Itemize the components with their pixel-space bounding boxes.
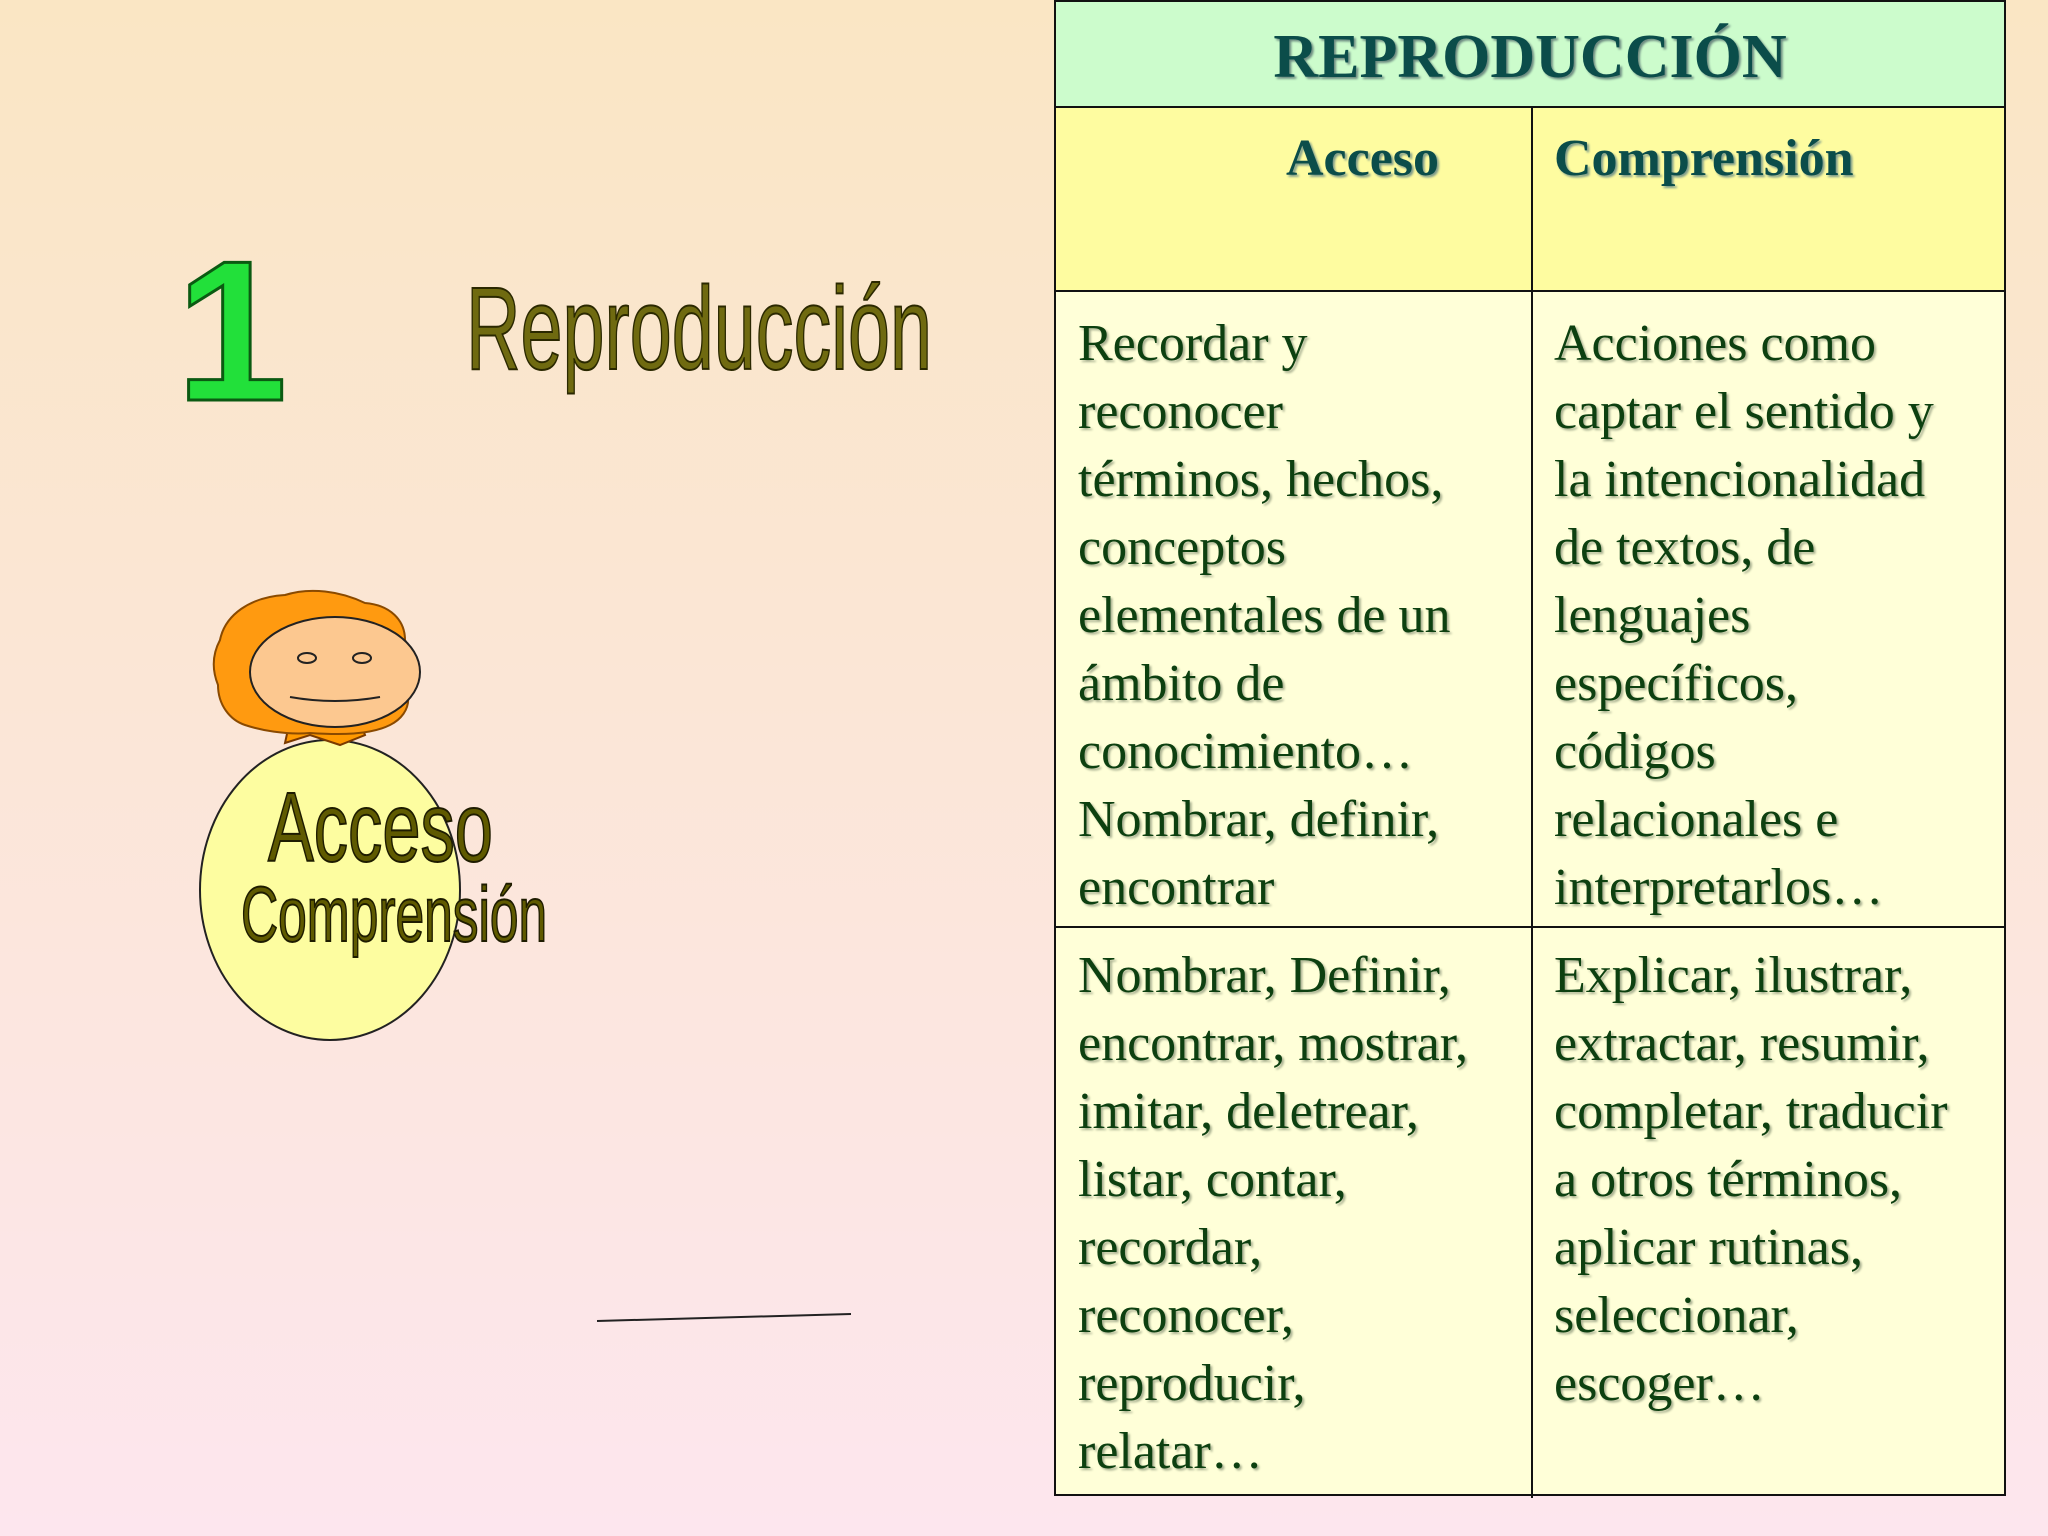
decorative-line (596, 1313, 852, 1322)
cell-acceso-1: Recordar y reconocer términos, hechos, c… (1078, 315, 1451, 916)
cartoon-figure: Acceso Comprensión (190, 585, 548, 1045)
figure-eye-left (297, 652, 317, 664)
cartoon-person-icon (199, 589, 461, 1041)
figure-label-acceso: Acceso (267, 772, 493, 882)
reproduccion-table: REPRODUCCIÓN Acceso Comprensión Recordar… (1054, 0, 2006, 1498)
cell-acceso-2: Nombrar, Definir, encontrar, mostrar, im… (1078, 947, 1468, 1480)
slide-title: Reproducción (465, 263, 932, 395)
cell-comprension-2: Explicar, ilustrar, extractar, resumir, … (1554, 947, 1948, 1412)
table-header: REPRODUCCIÓN (1056, 2, 2004, 108)
figure-face (249, 616, 421, 728)
table-subheader-row: Acceso Comprensión (1056, 108, 2004, 292)
column-divider (1531, 108, 1533, 1498)
figure-eye-right (352, 652, 372, 664)
cell-comprension-1: Acciones como captar el sentido y la int… (1554, 315, 1934, 916)
column-header-acceso: Acceso (1286, 130, 1440, 187)
table-row: Recordar y reconocer términos, hechos, c… (1056, 292, 2004, 928)
figure-label-comprension: Comprensión (240, 870, 548, 958)
column-header-comprension: Comprensión (1554, 130, 1854, 187)
figure-mouth (289, 696, 381, 702)
level-number: 1 (174, 220, 288, 443)
table-row: Nombrar, Definir, encontrar, mostrar, im… (1056, 928, 2004, 1494)
